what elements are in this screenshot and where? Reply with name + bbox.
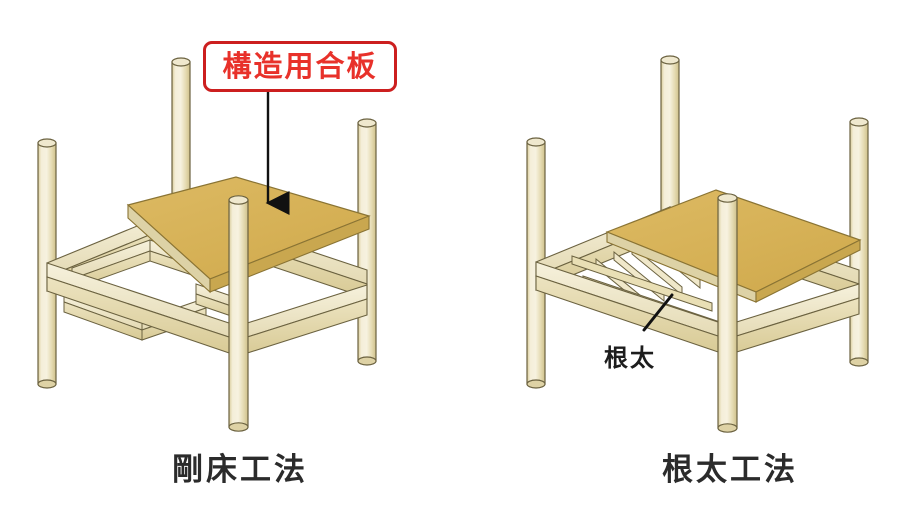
plywood-callout-box: 構造用合板 <box>203 41 397 92</box>
post-rear-left-r <box>660 55 680 231</box>
caption-left: 剛床工法 <box>172 452 308 488</box>
post-front-center-r <box>717 193 738 433</box>
post-front-center <box>228 195 249 432</box>
plywood-callout-label: 構造用合板 <box>222 49 378 83</box>
joist-label: 根太 <box>604 344 656 372</box>
beam-front-right-r <box>726 283 860 356</box>
joist-leader-line <box>642 293 674 332</box>
post-rear-right <box>357 118 377 366</box>
post-rear-left <box>171 57 191 228</box>
beam-front-right <box>237 284 368 357</box>
left-structure <box>37 57 377 432</box>
right-structure <box>526 55 869 433</box>
caption-right: 根太工法 <box>662 452 798 488</box>
